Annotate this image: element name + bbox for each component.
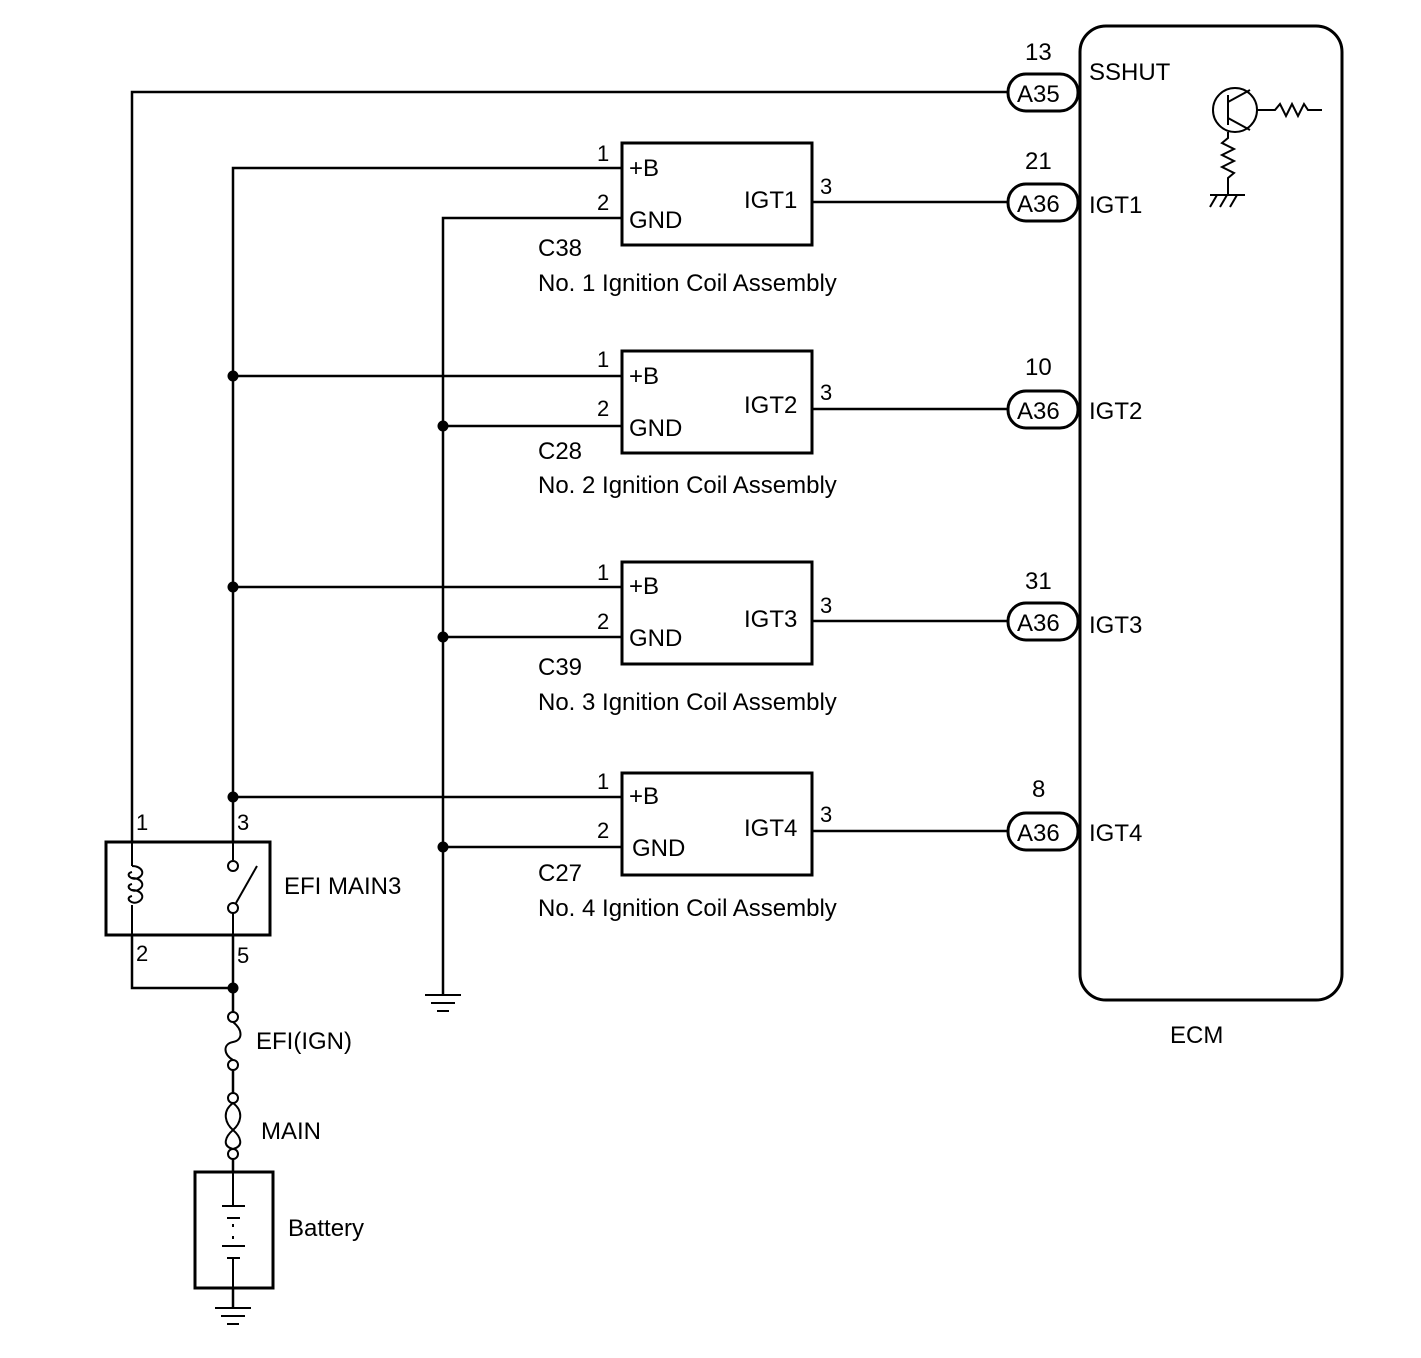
- ecm-igt1-signal-label: IGT1: [1089, 192, 1142, 219]
- relay-pin-5: 5: [237, 943, 249, 968]
- relay-coil-icon: [127, 842, 144, 935]
- coil-3-name: No. 3 Ignition Coil Assembly: [538, 689, 837, 716]
- sshut-connector: A35 13 SSHUT: [1006, 39, 1171, 113]
- coil-4-b-label: +B: [629, 783, 659, 810]
- coil-3-gnd-label: GND: [629, 625, 682, 652]
- coil-1-name: No. 1 Ignition Coil Assembly: [538, 270, 837, 297]
- coil-3-pin-gnd: 2: [597, 609, 609, 634]
- coil-4-name: No. 4 Ignition Coil Assembly: [538, 895, 837, 922]
- ignition-coil-1: +B GND IGT1 1 2 3 C38 No. 1 Ignition Coi…: [538, 141, 837, 297]
- coil-2-pin-igt: 3: [820, 380, 832, 405]
- coil-4-pin-gnd: 2: [597, 818, 609, 843]
- coil-1-pin-igt: 3: [820, 174, 832, 199]
- ignition-coil-4: +B GND IGT4 1 2 3 C27 No. 4 Ignition Coi…: [538, 769, 837, 922]
- ecm-igt4-connector-label: A36: [1017, 820, 1060, 847]
- coil-3-pin-b: 1: [597, 560, 609, 585]
- transistor-icon: [1209, 87, 1322, 208]
- ground-icon: [425, 994, 461, 1012]
- ecm-igt2-pin-number: 10: [1025, 354, 1052, 381]
- coil-1-igt-label: IGT1: [744, 187, 797, 214]
- ecm-igt1-pin-number: 21: [1025, 148, 1052, 175]
- coil-1-connector-code: C38: [538, 235, 582, 262]
- ecm-igt4-connector: A36 8 IGT4: [1006, 776, 1142, 852]
- ecm-igt2-signal-label: IGT2: [1089, 398, 1142, 425]
- coil-2-gnd-label: GND: [629, 415, 682, 442]
- coil-3-pin-igt: 3: [820, 593, 832, 618]
- efi-main3-relay: 1 3 2 5 EFI MAIN3: [104, 810, 401, 968]
- coil-2-b-label: +B: [629, 363, 659, 390]
- efi-ign-fuse-icon: EFI(IGN): [224, 1011, 352, 1093]
- ecm-igt1-connector-label: A36: [1017, 191, 1060, 218]
- main-fusible-link-icon: MAIN: [224, 1092, 321, 1172]
- power-bus-wire: [231, 166, 622, 842]
- ecm-igt4-signal-label: IGT4: [1089, 820, 1142, 847]
- ecm-box: ECM: [1078, 24, 1344, 1049]
- coil-4-gnd-label: GND: [632, 835, 685, 862]
- relay-pin-1: 1: [136, 810, 148, 835]
- coil-1-pin-gnd: 2: [597, 190, 609, 215]
- junction-dots: [227, 370, 449, 994]
- main-fuse-label: MAIN: [261, 1118, 321, 1145]
- coil-2-pin-gnd: 2: [597, 396, 609, 421]
- ecm-igt3-pin-number: 31: [1025, 568, 1052, 595]
- coil-4-igt-label: IGT4: [744, 815, 797, 842]
- ecm-igt2-connector: A36 10 IGT2: [1006, 354, 1142, 430]
- relay-pin-3: 3: [237, 810, 249, 835]
- ecm-igt3-connector: A36 31 IGT3: [1006, 568, 1142, 642]
- coil-1-b-label: +B: [629, 155, 659, 182]
- ecm-igt2-connector-label: A36: [1017, 398, 1060, 425]
- coil-1-gnd-label: GND: [629, 207, 682, 234]
- sshut-pin-number: 13: [1025, 39, 1052, 66]
- ecm-igt3-connector-label: A36: [1017, 610, 1060, 637]
- coil-4-connector-code: C27: [538, 860, 582, 887]
- ecm-igt3-signal-label: IGT3: [1089, 612, 1142, 639]
- coil-2-igt-label: IGT2: [744, 392, 797, 419]
- ecm-igt1-connector: A36 21 IGT1: [1006, 148, 1142, 223]
- relay-label: EFI MAIN3: [284, 873, 401, 900]
- ignition-coil-3: +B GND IGT3 1 2 3 C39 No. 3 Ignition Coi…: [538, 560, 837, 716]
- ecm-igt4-pin-number: 8: [1032, 776, 1045, 803]
- efi-ign-fuse-label: EFI(IGN): [256, 1028, 352, 1055]
- battery-label: Battery: [288, 1215, 364, 1242]
- sshut-signal-label: SSHUT: [1089, 59, 1171, 86]
- coil-2-connector-code: C28: [538, 438, 582, 465]
- ecm-label: ECM: [1170, 1022, 1223, 1049]
- coil-2-name: No. 2 Ignition Coil Assembly: [538, 472, 837, 499]
- coil-4-pin-b: 1: [597, 769, 609, 794]
- coil-2-pin-b: 1: [597, 347, 609, 372]
- coil-1-pin-b: 1: [597, 141, 609, 166]
- relay-switch-icon: [227, 842, 258, 935]
- battery-icon: Battery: [193, 1170, 364, 1290]
- ignition-coil-2: +B GND IGT2 1 2 3 C28 No. 2 Ignition Coi…: [538, 347, 837, 499]
- sshut-wire: [130, 90, 1010, 842]
- ground-icon: [215, 1288, 251, 1325]
- sshut-connector-label: A35: [1017, 81, 1060, 108]
- coil-3-igt-label: IGT3: [744, 606, 797, 633]
- coil-3-b-label: +B: [629, 573, 659, 600]
- relay-pin-2: 2: [136, 941, 148, 966]
- wires: [130, 90, 1222, 1012]
- coil-3-connector-code: C39: [538, 654, 582, 681]
- ground-bus-wire: [441, 216, 622, 995]
- coil-4-pin-igt: 3: [820, 802, 832, 827]
